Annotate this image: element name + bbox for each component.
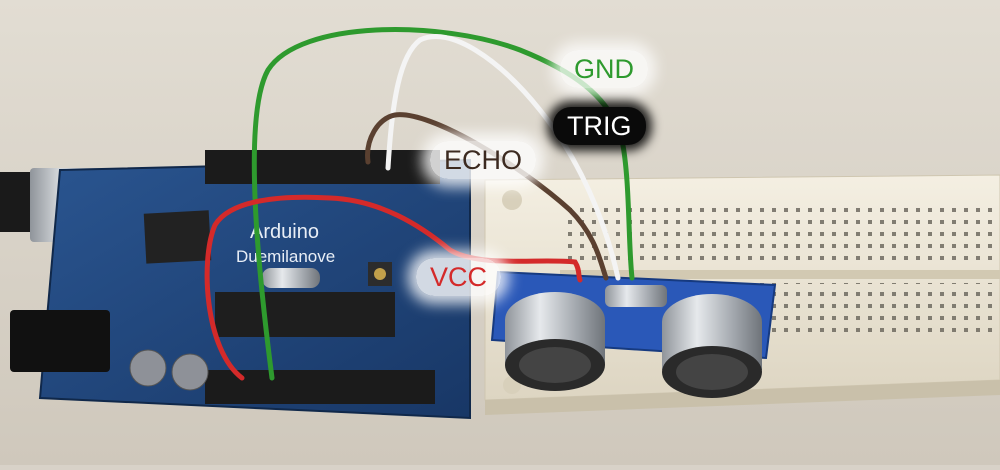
power-analog-header [205, 370, 435, 404]
digital-header [205, 150, 440, 184]
microcontroller-chip [215, 292, 395, 337]
label-gnd: GND [560, 50, 648, 88]
sensor-transducer-right [662, 294, 762, 398]
arduino-board: Arduino Duemilanove [10, 150, 471, 420]
svg-text:Arduino: Arduino [250, 221, 319, 243]
power-jack [10, 310, 110, 372]
label-echo: ECHO [430, 141, 537, 179]
svg-text:Duemilanove: Duemilanove [236, 247, 335, 266]
wire-trig [385, 34, 621, 281]
ultrasonic-sensor [490, 270, 777, 398]
jumper-wires [204, 27, 635, 381]
sensor-transducer-left [505, 292, 605, 391]
wire-vcc [204, 194, 583, 381]
label-vcc: VCC [416, 258, 502, 296]
wire-gnd [251, 27, 635, 381]
label-trig: TRIG [553, 107, 646, 145]
